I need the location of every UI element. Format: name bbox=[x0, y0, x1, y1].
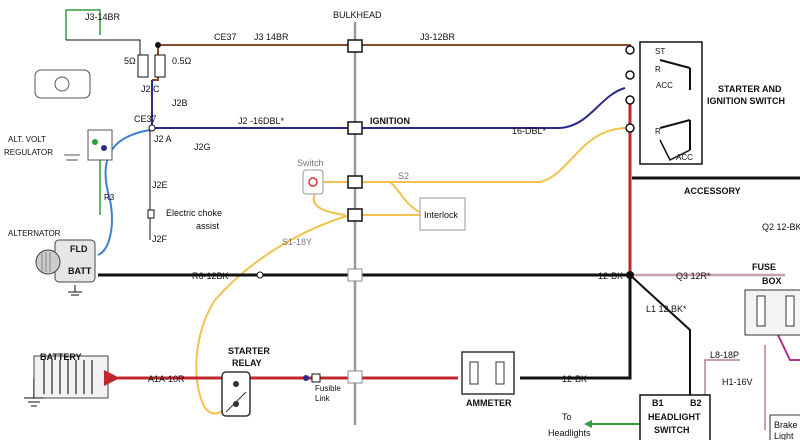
switch-title-1: STARTER AND bbox=[718, 84, 782, 94]
label-relay: RELAY bbox=[232, 358, 262, 368]
label-12bk-right: 12-BK bbox=[598, 271, 623, 281]
label-l1-12bk: L1 12 BK* bbox=[646, 304, 687, 314]
label-alternator: ALTERNATOR bbox=[8, 229, 61, 238]
label-j3-12br: J3-12BR bbox=[420, 32, 456, 42]
label-brake: Brake bbox=[774, 420, 798, 430]
label-r6-12bk: R6-12BK bbox=[192, 271, 229, 281]
starter-ignition-switch bbox=[625, 41, 703, 165]
label-q2: Q2 12-BK bbox=[762, 222, 800, 232]
label-j3-14br: J3 14BR bbox=[254, 32, 289, 42]
label-r3: R3 bbox=[104, 193, 115, 202]
terminal-acc-upper: ACC bbox=[656, 81, 673, 90]
label-ce37-top: CE37 bbox=[214, 32, 237, 42]
bulkhead-connector-top bbox=[347, 39, 363, 53]
junction-ce37-top bbox=[155, 42, 161, 48]
terminal-r-upper: R bbox=[655, 65, 661, 74]
bulkhead-connector-bottom bbox=[347, 370, 363, 384]
terminal-st: ST bbox=[655, 47, 665, 56]
brake-light bbox=[769, 414, 800, 440]
neutral-switch bbox=[302, 169, 324, 195]
alternator bbox=[35, 239, 96, 296]
label-electric-choke: Electric choke bbox=[166, 208, 222, 218]
bulkhead-connector-ignition bbox=[347, 121, 363, 135]
bulkhead-connector-r6 bbox=[347, 268, 363, 282]
label-j3-14br-top: J3-14BR bbox=[85, 12, 121, 22]
terminal-acc-lower: ACC bbox=[676, 153, 693, 162]
resistor-5-ohm bbox=[137, 54, 149, 78]
label-j2b: J2B bbox=[172, 98, 188, 108]
label-q3-12r: Q3 12R* bbox=[676, 271, 711, 281]
label-headlight: HEADLIGHT bbox=[648, 412, 701, 422]
label-5-ohm: 5Ω bbox=[124, 56, 136, 66]
switch-title-2: IGNITION SWITCH bbox=[707, 96, 785, 106]
label-05-ohm: 0.5Ω bbox=[172, 56, 192, 66]
label-j2e: J2E bbox=[152, 180, 168, 190]
label-l8-18p: L8-18P bbox=[710, 350, 739, 360]
label-switch-hl: SWITCH bbox=[654, 425, 690, 435]
label-battery: BATTERY bbox=[40, 352, 82, 362]
junction-ce37-mid bbox=[148, 124, 156, 132]
wire-lightblue-loop bbox=[97, 129, 151, 256]
label-j2a: J2 A bbox=[154, 134, 172, 144]
wire-black-top bbox=[66, 39, 141, 55]
label-j2-16dbl: J2 -16DBL* bbox=[238, 116, 285, 126]
label-regulator: REGULATOR bbox=[4, 148, 53, 157]
label-j2c: J2 C bbox=[141, 84, 160, 94]
wire-black-r6 bbox=[98, 176, 800, 380]
junction-12bk bbox=[626, 271, 634, 279]
label-box: BOX bbox=[762, 276, 782, 286]
label-j2g: J2G bbox=[194, 142, 211, 152]
label-ignition: IGNITION bbox=[370, 116, 410, 126]
label-batt: BATT bbox=[68, 266, 92, 276]
label-s2: S2 bbox=[398, 171, 409, 181]
choke-connector bbox=[147, 209, 155, 219]
label-interlock: Interlock bbox=[424, 210, 459, 220]
interlock-box bbox=[419, 197, 466, 231]
label-j2f: J2F bbox=[152, 234, 168, 244]
headlight-switch bbox=[639, 394, 711, 440]
fusible-link bbox=[303, 373, 321, 383]
voltage-regulator bbox=[64, 129, 113, 161]
battery bbox=[24, 355, 120, 407]
label-a1a-10r: A1A-10R bbox=[148, 374, 185, 384]
label-12bk-bottom: 12-BK bbox=[562, 374, 587, 384]
label-headlights: Headlights bbox=[548, 428, 591, 438]
label-accessory: ACCESSORY bbox=[684, 186, 741, 196]
sender-unit bbox=[34, 69, 91, 99]
arrow-to-headlights bbox=[584, 420, 592, 428]
label-b1: B1 bbox=[652, 398, 664, 408]
label-switch: Switch bbox=[297, 158, 324, 168]
label-to: To bbox=[562, 412, 572, 422]
label-16-dbl: 16-DBL* bbox=[512, 126, 547, 136]
label-ce37-mid: CE37 bbox=[134, 114, 157, 124]
label-bulkhead: BULKHEAD bbox=[333, 10, 382, 20]
label-s1-18y: S1-18Y bbox=[282, 237, 312, 247]
junction-r6 bbox=[256, 271, 264, 279]
bulkhead-connector-s2 bbox=[347, 175, 363, 189]
label-alt-volt: ALT. VOLT bbox=[8, 135, 46, 144]
wire-magenta bbox=[777, 334, 800, 361]
wire-green-top bbox=[65, 9, 101, 40]
fuse-box bbox=[744, 289, 800, 336]
label-starter: STARTER bbox=[228, 346, 270, 356]
terminal-r-lower: R bbox=[655, 127, 661, 136]
wire-pink-l8-h1 bbox=[704, 345, 766, 430]
wire-l1-black bbox=[629, 274, 691, 395]
resistor-05-ohm bbox=[154, 54, 166, 78]
label-h1-16v: H1-16V bbox=[722, 377, 753, 387]
label-fuse: FUSE bbox=[752, 262, 776, 272]
starter-relay bbox=[221, 371, 251, 417]
label-fusible: Fusible bbox=[315, 384, 341, 393]
label-fld: FLD bbox=[70, 244, 88, 254]
label-b2: B2 bbox=[690, 398, 702, 408]
bulkhead-connector-s1 bbox=[347, 208, 363, 222]
label-ammeter: AMMETER bbox=[466, 398, 512, 408]
ammeter bbox=[461, 351, 515, 395]
label-assist: assist bbox=[196, 221, 220, 231]
wire-j3-brown bbox=[152, 44, 631, 81]
label-light: Light bbox=[774, 431, 794, 440]
wire-yellow bbox=[195, 127, 626, 415]
label-link: Link bbox=[315, 394, 331, 403]
